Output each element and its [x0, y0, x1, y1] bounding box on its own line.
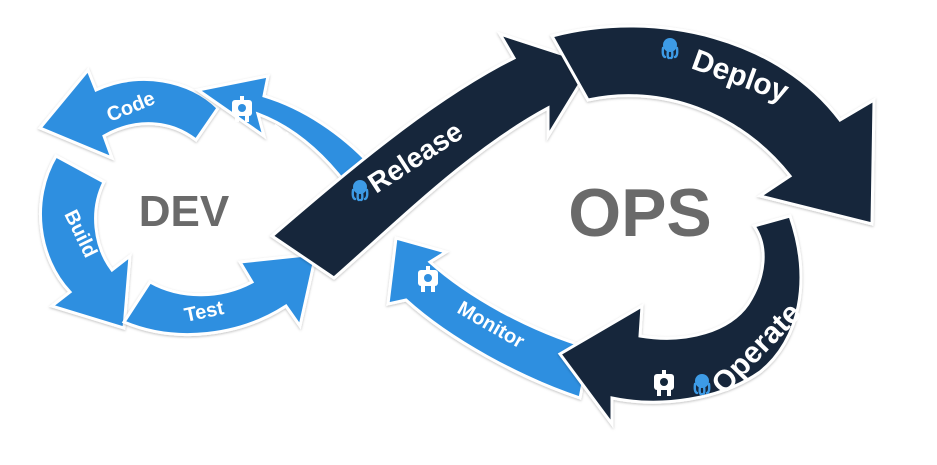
code-arrow [37, 67, 220, 161]
robot-icon [232, 96, 252, 122]
octopus-icon [351, 180, 369, 202]
build-arrow [39, 153, 132, 330]
dev-label: DEV [139, 187, 230, 236]
ops-label: OPS [568, 175, 712, 251]
test-arrow [121, 252, 318, 336]
octopus-icon [693, 374, 711, 396]
robot-icon [654, 370, 674, 396]
monitor-arrow [386, 236, 592, 400]
deploy-arrow [549, 24, 876, 226]
octopus-icon [661, 38, 679, 60]
operate-arrow [557, 214, 803, 429]
robot-icon [418, 266, 438, 292]
